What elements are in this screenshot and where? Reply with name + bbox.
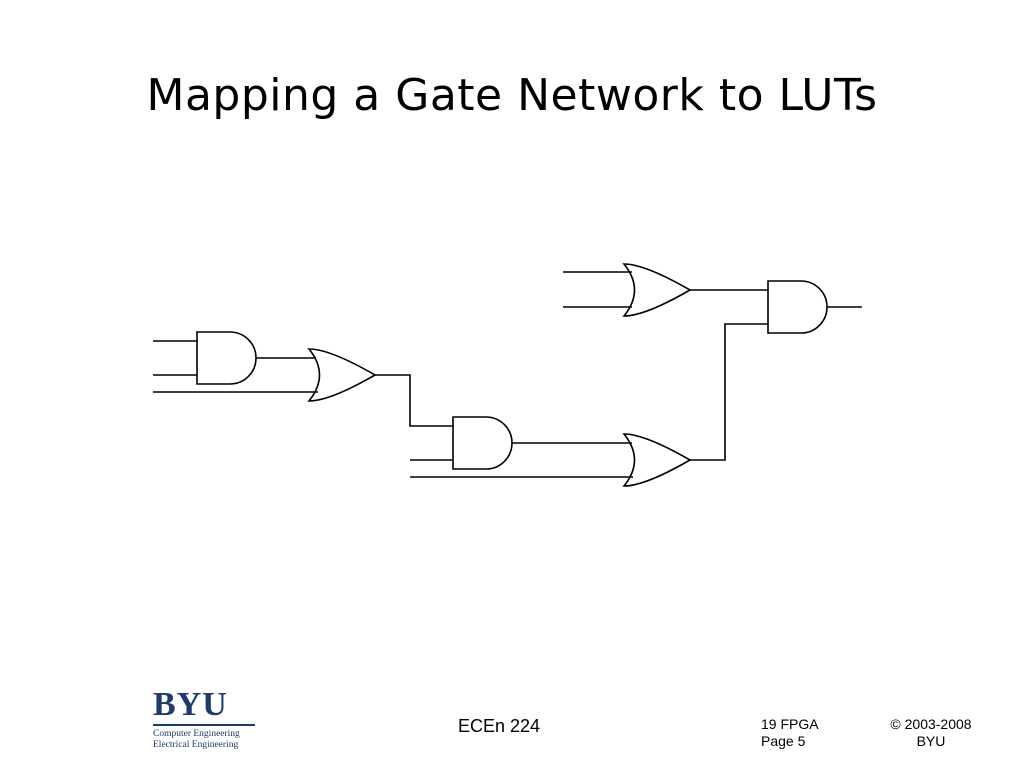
or1-output-wire — [375, 374, 453, 427]
or-gate-2 — [622, 433, 692, 487]
copyright: © 2003-2008 BYU — [890, 716, 972, 750]
logo-wordmark: BYU — [153, 686, 228, 723]
slide-reference-line-1: 19 FPGA — [761, 716, 819, 732]
logo-dept-line-2: Electrical Engineering — [153, 740, 239, 750]
logo-divider — [153, 724, 255, 726]
copyright-line-1: © 2003-2008 — [890, 716, 972, 732]
or2-output-wire — [690, 323, 768, 461]
slide-reference: 19 FPGA Page 5 — [761, 716, 819, 750]
and-gate-3 — [767, 280, 828, 334]
copyright-line-2: BYU — [916, 733, 946, 749]
slide-title: Mapping a Gate Network to LUTs — [146, 70, 878, 121]
or-gate-1 — [307, 348, 377, 402]
slide-reference-line-2: Page 5 — [761, 733, 806, 749]
or-gate-3 — [622, 263, 692, 317]
byu-logo: BYU Computer Engineering Electrical Engi… — [153, 688, 255, 751]
and-gate-2 — [452, 416, 513, 470]
and-gate-1 — [196, 331, 257, 385]
logo-dept-line-1: Computer Engineering — [153, 729, 240, 739]
course-label: ECEn 224 — [458, 716, 541, 736]
